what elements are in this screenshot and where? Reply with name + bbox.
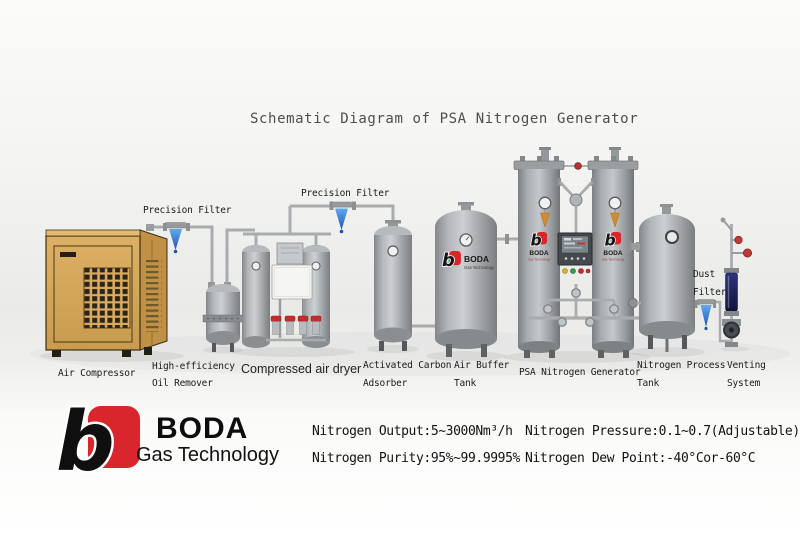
tank-logo-text: BODA: [464, 254, 489, 264]
label-oil-remover-line2: Oil Remover: [152, 378, 213, 389]
brand-logo: b: [54, 393, 140, 493]
activated-carbon-adsorber: [374, 220, 412, 351]
panel-button: [585, 268, 591, 274]
compressor-side-vents: [146, 260, 162, 332]
air-buffer-tank: BODA Gas Technology: [435, 202, 497, 357]
vent-valve-icon: [743, 248, 752, 258]
valve-wheel-icon: [609, 304, 619, 314]
label-precision-filter-1: Precision Filter: [143, 205, 232, 216]
spec-nitrogen-pressure: Nitrogen Pressure:0.1~0.7(Adjustable): [525, 424, 800, 439]
precision-filter-1-icon: [165, 222, 186, 254]
changeover-valve-icon: [569, 193, 583, 207]
pressure-gauge-icon: [387, 245, 399, 257]
spec-nitrogen-dew-point: Nitrogen Dew Point:-40°Cor-60°C: [525, 451, 756, 466]
compressor-grille: [83, 267, 131, 329]
label-precision-filter-2: Precision Filter: [301, 188, 390, 199]
spec-nitrogen-purity: Nitrogen Purity:95%~99.9995%: [312, 451, 520, 466]
pressure-gauge-icon: [538, 196, 552, 210]
label-process-tank-line1: Nitrogen Process: [637, 360, 726, 371]
tank-logo-tagline: Gas Technology: [528, 258, 551, 262]
valve-wheel-icon: [557, 317, 567, 327]
valve-wheel-icon: [543, 304, 553, 314]
panel-button: [578, 268, 584, 274]
tank-logo-tagline: Gas Technology: [464, 265, 495, 270]
label-psa-generator: PSA Nitrogen Generator: [519, 367, 641, 378]
muffler-icon: [610, 212, 620, 228]
dryer-control-box: [271, 264, 313, 300]
label-buffer-line1: Air Buffer: [454, 360, 510, 371]
tank-logo-tagline: Gas Technology: [602, 258, 625, 262]
compressor-badge: [60, 252, 76, 257]
label-compressed-air-dryer: Compressed air dryer: [241, 362, 362, 376]
valve-icon: [628, 298, 638, 308]
label-adsorber-line2: Adsorber: [363, 378, 408, 389]
precision-filter-2-icon: [331, 201, 352, 234]
valve-wheel-icon: [571, 288, 581, 298]
relief-valve-icon: [574, 162, 582, 170]
brand-tagline: Gas Technology: [136, 444, 280, 466]
label-air-compressor: Air Compressor: [58, 368, 136, 379]
panel-button: [562, 268, 568, 274]
nitrogen-process-tank: [628, 204, 695, 352]
label-buffer-line2: Tank: [454, 378, 477, 389]
muffler-icon: [540, 212, 550, 228]
brand-logo-letter: b: [56, 395, 115, 490]
label-venting-line2: System: [727, 378, 761, 389]
compressed-air-dryer: [242, 242, 330, 348]
brand-logo-red-square: [88, 406, 140, 468]
tank-logo-text: BODA: [603, 250, 622, 257]
label-dust-filter-line1: Dust: [693, 269, 716, 280]
venting-system: [720, 217, 752, 347]
flow-meter-icon: [725, 272, 738, 312]
pressure-gauge-icon: [608, 196, 622, 210]
oil-remover-tank: [202, 282, 244, 352]
psa-nitrogen-generator: BODA Gas Technology BODA Gas Technology: [513, 147, 640, 358]
label-dust-filter-line2: Filter: [693, 287, 727, 298]
air-compressor: [45, 224, 168, 357]
drain-valves: [270, 315, 322, 335]
pressure-gauge-icon: [665, 230, 679, 244]
pressure-gauge-icon: [251, 261, 261, 271]
page-title: Schematic Diagram of PSA Nitrogen Genera…: [250, 111, 639, 127]
label-process-tank-line2: Tank: [637, 378, 660, 389]
panel-button: [570, 268, 576, 274]
spec-nitrogen-output: Nitrogen Output:5~3000Nm³/h: [312, 424, 513, 439]
brand-name: BODA: [156, 412, 249, 445]
label-adsorber-line1: Activated Carbon: [363, 360, 452, 371]
pressure-gauge-icon: [311, 261, 321, 271]
tank-logo-text: BODA: [529, 250, 548, 257]
label-venting-line1: Venting: [727, 360, 766, 371]
vent-valve-icon: [734, 235, 743, 245]
valve-wheel-icon: [585, 317, 595, 327]
label-oil-remover-line1: High-efficiency: [152, 361, 235, 372]
dust-filter-icon: [697, 299, 715, 331]
